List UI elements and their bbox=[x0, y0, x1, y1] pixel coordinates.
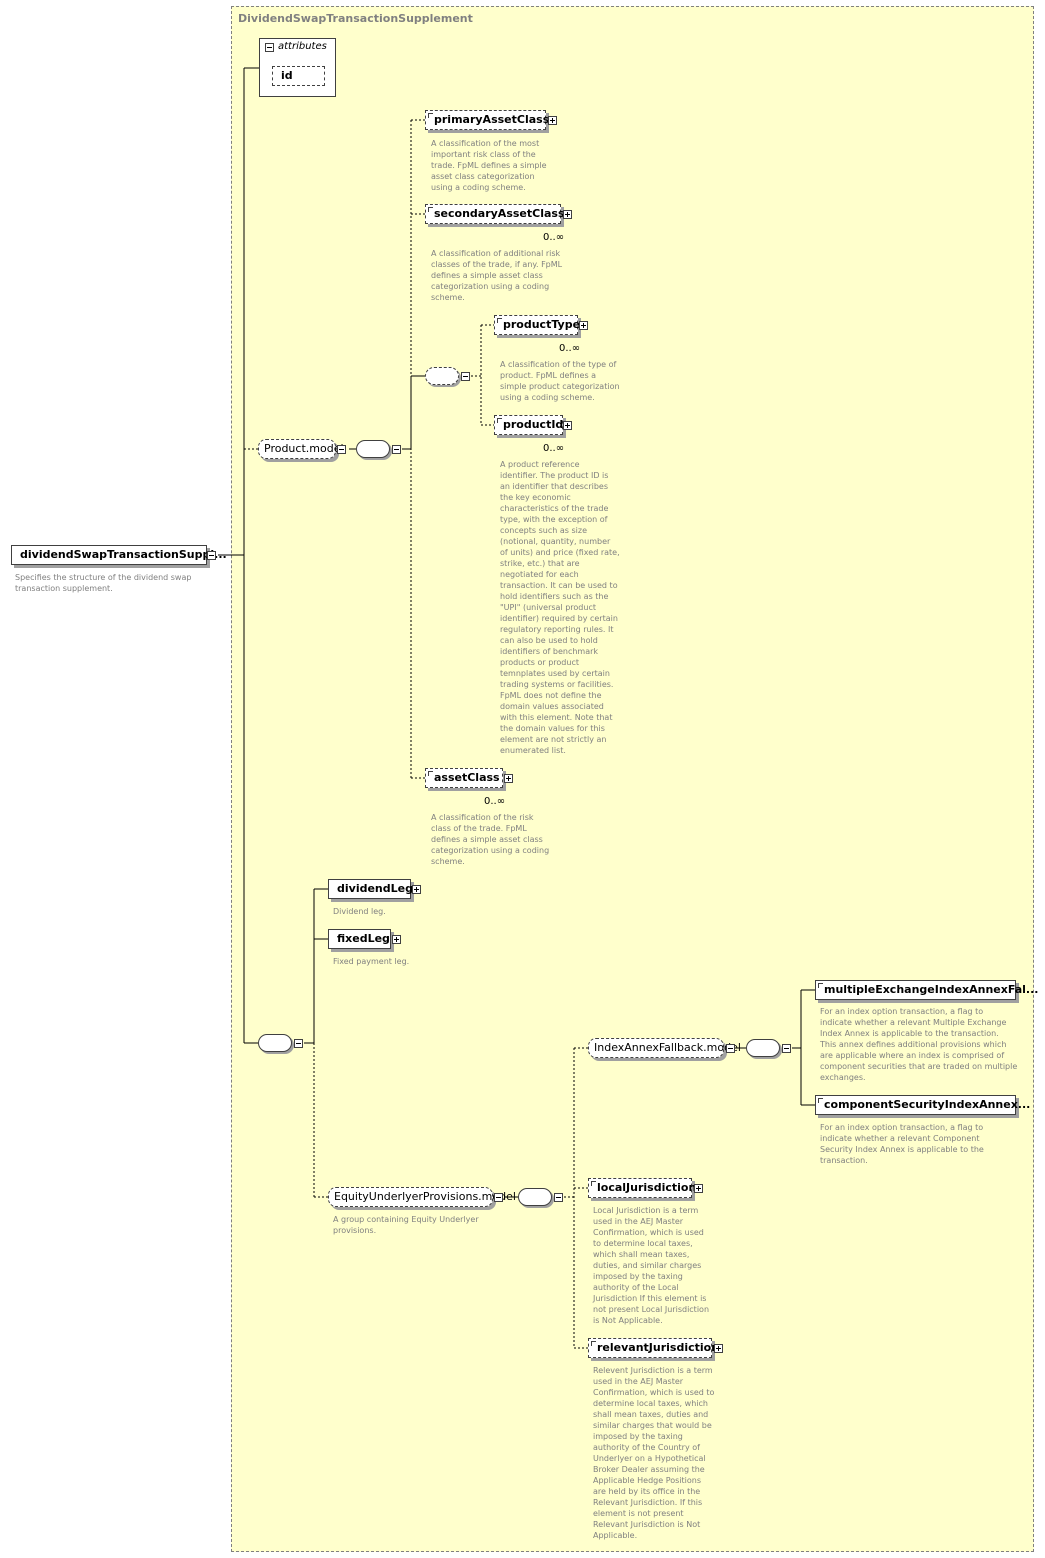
element-doc: For an index option transaction, a flag … bbox=[820, 1007, 1018, 1082]
collapse-icon[interactable] bbox=[392, 445, 401, 454]
collapse-icon[interactable] bbox=[782, 1044, 791, 1053]
attributes-label: attributes bbox=[278, 41, 327, 52]
element-doc: Relevent Jurisdiction is a term used in … bbox=[593, 1366, 715, 1540]
element-label: primaryAssetClass bbox=[434, 113, 550, 126]
root-element-doc: Specifies the structure of the dividend … bbox=[15, 573, 192, 593]
cardinality-label: 0..∞ bbox=[484, 796, 506, 807]
collapse-icon[interactable] bbox=[207, 551, 216, 560]
collapse-icon[interactable] bbox=[461, 372, 470, 381]
element-label: fixedLeg bbox=[337, 932, 390, 945]
expand-icon[interactable] bbox=[579, 321, 588, 330]
element-secondary-asset-class[interactable]: secondaryAssetClass bbox=[425, 204, 565, 224]
expand-icon[interactable] bbox=[694, 1184, 703, 1193]
element-label: productId bbox=[503, 418, 564, 431]
expand-icon[interactable] bbox=[504, 774, 513, 783]
element-label: secondaryAssetClass bbox=[434, 207, 565, 220]
expand-icon[interactable] bbox=[563, 210, 572, 219]
cardinality-label: 0..∞ bbox=[543, 232, 565, 243]
collapse-icon[interactable] bbox=[265, 43, 274, 52]
element-fixed-leg[interactable]: fixedLeg bbox=[328, 929, 391, 949]
cardinality-label: 0..∞ bbox=[559, 343, 581, 354]
element-doc: A product reference identifier. The prod… bbox=[500, 460, 620, 755]
element-asset-class[interactable]: assetClass bbox=[425, 768, 503, 788]
element-primary-asset-class[interactable]: primaryAssetClass bbox=[425, 110, 550, 130]
group-label: IndexAnnexFallback.model bbox=[594, 1041, 741, 1054]
collapse-icon[interactable] bbox=[294, 1039, 303, 1048]
element-doc: A classification of the type of product.… bbox=[500, 360, 620, 402]
element-doc: A classification of the most important r… bbox=[431, 139, 547, 192]
element-label: assetClass bbox=[434, 771, 500, 784]
element-label: productType bbox=[503, 318, 581, 331]
element-local-jurisdiction[interactable]: localJurisdiction bbox=[588, 1178, 696, 1198]
element-label: dividendLeg bbox=[337, 882, 413, 895]
expand-icon[interactable] bbox=[392, 935, 401, 944]
collapse-icon[interactable] bbox=[494, 1193, 503, 1202]
group-index-annex-fallback-model[interactable]: IndexAnnexFallback.model bbox=[588, 1038, 741, 1058]
expand-icon[interactable] bbox=[412, 885, 421, 894]
sequence-compositor-icon[interactable] bbox=[258, 1034, 292, 1052]
cardinality-label: 0..∞ bbox=[543, 443, 565, 454]
root-element-label: dividendSwapTransactionSuppl... bbox=[20, 548, 227, 561]
group-equity-underlyer-provisions-model[interactable]: EquityUnderlyerProvisions.model bbox=[328, 1187, 516, 1207]
element-dividend-leg[interactable]: dividendLeg bbox=[328, 879, 413, 899]
collapse-icon[interactable] bbox=[337, 445, 346, 454]
element-doc: Dividend leg. bbox=[333, 907, 386, 916]
element-label: multipleExchangeIndexAnnexFal... bbox=[824, 983, 1039, 996]
expand-icon[interactable] bbox=[714, 1344, 723, 1353]
sequence-compositor-icon[interactable] bbox=[425, 367, 459, 385]
collapse-icon[interactable] bbox=[554, 1193, 563, 1202]
choice-compositor-icon[interactable] bbox=[746, 1039, 780, 1057]
element-product-id[interactable]: productId bbox=[494, 415, 563, 435]
root-element-dividend-swap-transaction-supplement[interactable]: dividendSwapTransactionSuppl... bbox=[11, 545, 227, 565]
attribute-id[interactable]: id bbox=[272, 66, 325, 86]
element-product-type[interactable]: productType bbox=[494, 315, 581, 335]
element-label: componentSecurityIndexAnnex... bbox=[824, 1098, 1031, 1111]
sequence-compositor-icon[interactable] bbox=[356, 440, 390, 458]
complex-type-title: DividendSwapTransactionSupplement bbox=[238, 12, 473, 25]
element-doc: For an index option transaction, a flag … bbox=[820, 1123, 984, 1165]
expand-icon[interactable] bbox=[563, 421, 572, 430]
collapse-icon[interactable] bbox=[726, 1044, 735, 1053]
expand-icon[interactable] bbox=[548, 116, 557, 125]
element-doc: Fixed payment leg. bbox=[333, 957, 410, 966]
group-product-model[interactable]: Product.model bbox=[258, 439, 344, 459]
element-doc: A classification of the risk class of th… bbox=[431, 813, 550, 866]
element-label: localJurisdiction bbox=[597, 1181, 697, 1194]
group-label: Product.model bbox=[264, 442, 344, 455]
group-doc: A group containing Equity Underlyer prov… bbox=[333, 1215, 479, 1235]
element-component-security-index-annex-fallback[interactable]: componentSecurityIndexAnnex... bbox=[815, 1095, 1030, 1115]
group-label: EquityUnderlyerProvisions.model bbox=[334, 1190, 516, 1203]
element-relevant-jurisdiction[interactable]: relevantJurisdiction bbox=[588, 1338, 719, 1358]
element-doc: Local Jurisdiction is a term used in the… bbox=[593, 1206, 710, 1325]
element-doc: A classification of additional risk clas… bbox=[431, 249, 563, 302]
sequence-compositor-icon[interactable] bbox=[518, 1188, 552, 1206]
complex-type-box bbox=[231, 6, 1034, 1552]
element-label: relevantJurisdiction bbox=[597, 1341, 720, 1354]
element-multiple-exchange-index-annex-fallback[interactable]: multipleExchangeIndexAnnexFal... bbox=[815, 980, 1038, 1000]
